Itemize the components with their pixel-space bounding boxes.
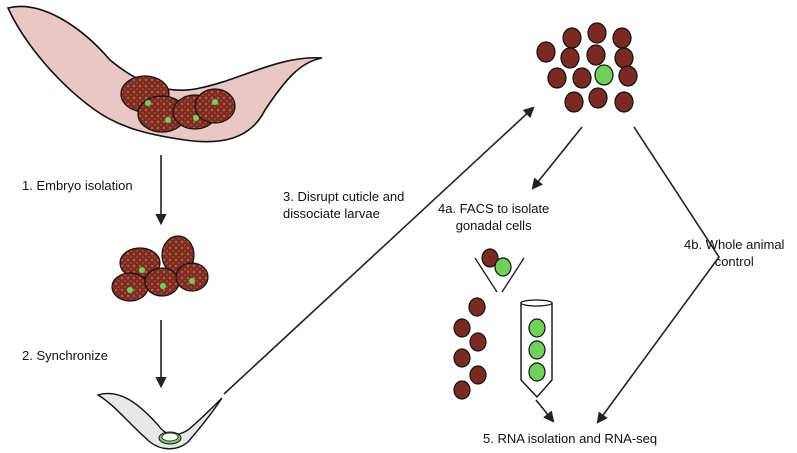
- isolated-embryos-icon: [111, 235, 209, 302]
- step-whole-line1: 4b. Whole animal: [684, 237, 785, 252]
- arrow-step3: [223, 106, 535, 395]
- step-facs-line1: 4a. FACS to isolate: [438, 201, 550, 216]
- step-facs-label: 4a. FACS to isolate gonadal cells: [438, 200, 549, 234]
- step-embryo-isolation-label: 1. Embryo isolation: [22, 178, 133, 193]
- arrow-step5: [535, 399, 555, 423]
- facs-sorter-icon: [474, 248, 525, 293]
- larva-icon: [96, 392, 223, 450]
- dissociated-cells-icon: [536, 22, 638, 113]
- flow-arrows: [155, 106, 720, 424]
- arrow-step4a: [531, 126, 583, 190]
- step-whole-line2: control: [714, 254, 754, 269]
- collection-tube-icon: [520, 299, 553, 399]
- step-rna-seq-label: 5. RNA isolation and RNA-seq: [483, 431, 658, 446]
- adult-worm-icon: [6, 5, 323, 143]
- step-facs-line2: gonadal cells: [455, 218, 532, 233]
- step-disrupt-line2: dissociate larvae: [283, 206, 380, 221]
- step-synchronize-label: 2. Synchronize: [22, 348, 108, 363]
- step-disrupt-label: 3. Disrupt cuticle and dissociate larvae: [283, 188, 404, 222]
- embryo-cluster-in-worm: [120, 75, 236, 133]
- arrow-step4b: [596, 126, 720, 424]
- step-whole-animal-label: 4b. Whole animal control: [684, 236, 784, 270]
- sorted-red-cells-icon: [453, 297, 487, 400]
- step-disrupt-line1: 3. Disrupt cuticle and: [283, 189, 405, 204]
